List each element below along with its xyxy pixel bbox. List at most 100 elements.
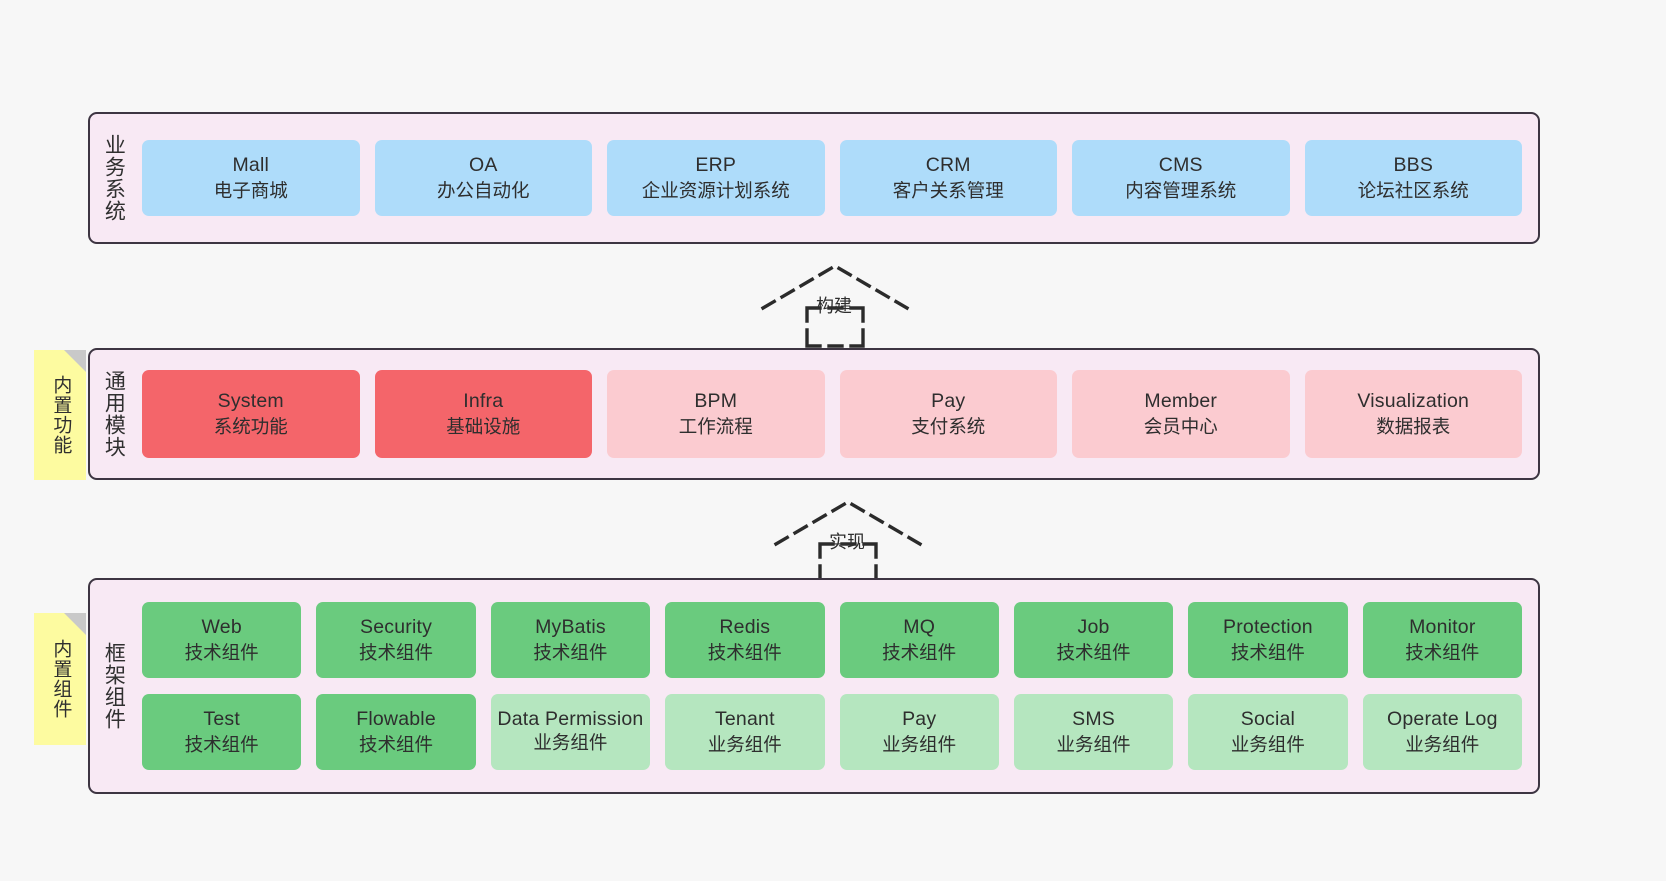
card-subtitle: 技术组件 <box>882 641 957 663</box>
generalization-arrow-icon <box>773 500 923 584</box>
connector-implement-label: 实现 <box>829 532 865 552</box>
card-title: Data Permission <box>497 708 644 731</box>
card-infra[interactable]: Infra 基础设施 <box>374 370 592 458</box>
card-job[interactable]: Job 技术组件 <box>1013 602 1174 678</box>
connector-implement: 实现 <box>768 498 928 584</box>
card-title: Pay <box>931 390 966 413</box>
layer-business-system: 业务系统 Mall 电子商城 OA 办公自动化 ERP 企业资源计划系统 CRM… <box>88 112 1540 244</box>
card-cms[interactable]: CMS 内容管理系统 <box>1072 140 1290 216</box>
card-title: System <box>217 390 284 413</box>
card-subtitle: 业务组件 <box>1056 733 1131 755</box>
card-flowable[interactable]: Flowable 技术组件 <box>316 694 476 770</box>
layer-label-common-module: 通用模块 <box>102 370 126 458</box>
card-title: Monitor <box>1409 616 1476 639</box>
card-visualization[interactable]: Visualization 数据报表 <box>1304 370 1522 458</box>
card-oa[interactable]: OA 办公自动化 <box>374 140 592 216</box>
layer-body-business-system: Mall 电子商城 OA 办公自动化 ERP 企业资源计划系统 CRM 客户关系… <box>136 114 1538 242</box>
card-subtitle: 技术组件 <box>1230 641 1305 663</box>
card-subtitle: 业务组件 <box>882 733 957 755</box>
folded-corner-icon <box>64 350 86 372</box>
card-title: Web <box>201 616 242 639</box>
card-subtitle: 业务组件 <box>1230 733 1305 755</box>
card-subtitle: 技术组件 <box>707 641 782 663</box>
card-bbs[interactable]: BBS 论坛社区系统 <box>1304 140 1522 216</box>
card-subtitle: 数据报表 <box>1376 415 1451 437</box>
card-test[interactable]: Test 技术组件 <box>142 694 302 770</box>
card-pay-component[interactable]: Pay 业务组件 <box>839 694 999 770</box>
sticky-note-label: 内置组件 <box>50 639 72 719</box>
card-title: Mall <box>232 154 270 177</box>
component-row-technical: Web 技术组件 Security 技术组件 MyBatis 技术组件 Redi… <box>142 602 1522 678</box>
card-subtitle: 技术组件 <box>1056 641 1131 663</box>
card-subtitle: 技术组件 <box>533 641 608 663</box>
card-web[interactable]: Web 技术组件 <box>142 602 302 678</box>
card-mq[interactable]: MQ 技术组件 <box>839 602 999 678</box>
connector-build: 构建 <box>755 262 915 348</box>
card-title: Social <box>1240 708 1296 731</box>
card-subtitle: 办公自动化 <box>436 179 530 201</box>
card-title: BPM <box>694 390 738 413</box>
card-subtitle: 基础设施 <box>446 415 521 437</box>
card-member[interactable]: Member 会员中心 <box>1072 370 1290 458</box>
card-title: CRM <box>925 154 971 177</box>
card-subtitle: 客户关系管理 <box>892 179 1004 201</box>
card-social[interactable]: Social 业务组件 <box>1188 694 1348 770</box>
card-bpm[interactable]: BPM 工作流程 <box>607 370 825 458</box>
card-title: Tenant <box>714 708 775 731</box>
card-protection[interactable]: Protection 技术组件 <box>1188 602 1348 678</box>
card-title: Infra <box>463 390 504 413</box>
card-title: Test <box>203 708 240 731</box>
card-subtitle: 技术组件 <box>359 733 434 755</box>
generalization-arrow-icon <box>760 264 910 348</box>
card-mall[interactable]: Mall 电子商城 <box>142 140 360 216</box>
layer-body-common-module: System 系统功能 Infra 基础设施 BPM 工作流程 Pay 支付系统… <box>136 350 1538 478</box>
card-title: BBS <box>1393 154 1434 177</box>
card-title: Redis <box>719 616 771 639</box>
card-monitor[interactable]: Monitor 技术组件 <box>1362 602 1522 678</box>
card-redis[interactable]: Redis 技术组件 <box>665 602 825 678</box>
card-mybatis[interactable]: MyBatis 技术组件 <box>490 602 651 678</box>
card-subtitle: 业务组件 <box>707 733 782 755</box>
card-subtitle: 系统功能 <box>213 415 288 437</box>
card-title: Operate Log <box>1387 708 1498 731</box>
card-sms[interactable]: SMS 业务组件 <box>1013 694 1174 770</box>
card-data-permission[interactable]: Data Permission 业务组件 <box>490 694 651 770</box>
connector-build-label: 构建 <box>816 296 852 316</box>
card-subtitle: 会员中心 <box>1143 415 1218 437</box>
card-title: Flowable <box>356 708 436 731</box>
layer-common-module: 通用模块 System 系统功能 Infra 基础设施 BPM 工作流程 Pay… <box>88 348 1540 480</box>
card-title: Job <box>1077 616 1110 639</box>
card-subtitle: 电子商城 <box>213 179 288 201</box>
card-subtitle: 技术组件 <box>184 733 259 755</box>
component-row-business: Test 技术组件 Flowable 技术组件 Data Permission … <box>142 694 1522 770</box>
sticky-note-builtin-component: 内置组件 <box>34 613 86 745</box>
layer-label-business-system: 业务系统 <box>102 134 126 222</box>
card-erp[interactable]: ERP 企业资源计划系统 <box>607 140 825 216</box>
sticky-note-builtin-function: 内置功能 <box>34 350 86 480</box>
card-subtitle: 工作流程 <box>678 415 753 437</box>
card-tenant[interactable]: Tenant 业务组件 <box>665 694 825 770</box>
card-security[interactable]: Security 技术组件 <box>316 602 476 678</box>
card-title: Protection <box>1223 616 1313 639</box>
card-title: Visualization <box>1357 390 1470 413</box>
card-subtitle: 企业资源计划系统 <box>641 179 790 201</box>
card-title: SMS <box>1072 708 1115 731</box>
card-system[interactable]: System 系统功能 <box>142 370 360 458</box>
card-subtitle: 内容管理系统 <box>1125 179 1237 201</box>
card-title: MQ <box>903 616 936 639</box>
card-subtitle: 技术组件 <box>1405 641 1480 663</box>
card-title: OA <box>468 154 498 177</box>
card-operate-log[interactable]: Operate Log 业务组件 <box>1362 694 1522 770</box>
card-subtitle: 技术组件 <box>184 641 259 663</box>
card-crm[interactable]: CRM 客户关系管理 <box>839 140 1057 216</box>
layer-framework-component: 框架组件 Web 技术组件 Security 技术组件 MyBatis 技术组件… <box>88 578 1540 794</box>
card-subtitle: 业务组件 <box>533 731 608 753</box>
card-subtitle: 支付系统 <box>911 415 986 437</box>
layer-body-framework-component: Web 技术组件 Security 技术组件 MyBatis 技术组件 Redi… <box>136 580 1538 792</box>
card-title: MyBatis <box>535 616 606 639</box>
card-title: Member <box>1144 390 1218 413</box>
card-pay-module[interactable]: Pay 支付系统 <box>839 370 1057 458</box>
folded-corner-icon <box>64 613 86 635</box>
card-subtitle: 论坛社区系统 <box>1357 179 1469 201</box>
